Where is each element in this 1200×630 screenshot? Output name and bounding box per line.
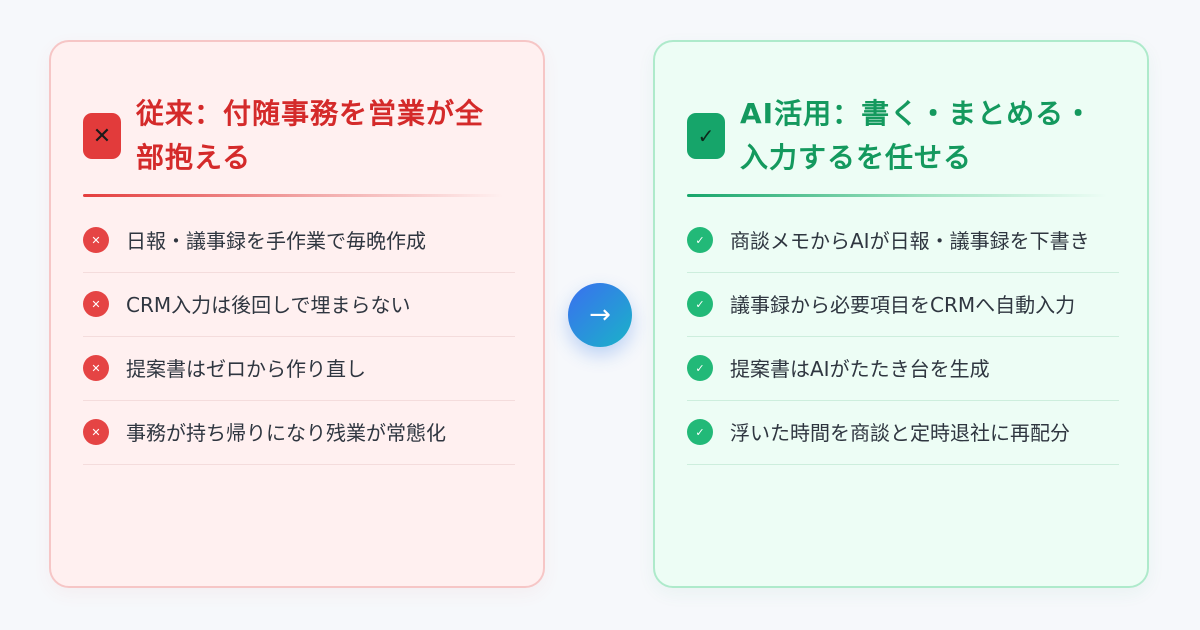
- before-item-text: CRM入力は後回しで埋まらない: [126, 293, 411, 317]
- x-circle-icon: ✕: [83, 227, 109, 253]
- before-list-item: ✕ 事務が持ち帰りになり残業が常態化: [83, 401, 515, 465]
- after-item-text: 提案書はAIがたたき台を生成: [730, 357, 990, 381]
- after-list-item: ✓ 商談メモからAIが日報・議事録を下書き: [687, 209, 1119, 273]
- before-list: ✕ 日報・議事録を手作業で毎晩作成 ✕ CRM入力は後回しで埋まらない ✕ 提案…: [83, 209, 515, 465]
- x-icon: ✕: [83, 113, 121, 159]
- x-circle-icon: ✕: [83, 355, 109, 381]
- after-header: ✓ AI活用：書く・まとめる・入力するを任せる: [687, 92, 1115, 194]
- before-item-text: 事務が持ち帰りになり残業が常態化: [126, 421, 446, 445]
- before-list-item: ✕ 提案書はゼロから作り直し: [83, 337, 515, 401]
- after-list: ✓ 商談メモからAIが日報・議事録を下書き ✓ 議事録から必要項目をCRMへ自動…: [687, 209, 1119, 465]
- check-circle-icon: ✓: [687, 227, 713, 253]
- check-circle-icon: ✓: [687, 291, 713, 317]
- before-item-text: 日報・議事録を手作業で毎晩作成: [126, 229, 426, 253]
- after-item-text: 議事録から必要項目をCRMへ自動入力: [730, 293, 1076, 317]
- before-title: 従来：付随事務を営業が全部抱える: [136, 97, 485, 174]
- x-circle-icon: ✕: [83, 291, 109, 317]
- after-title: AI活用：書く・まとめる・入力するを任せる: [740, 97, 1094, 174]
- before-header-divider: [83, 194, 503, 197]
- after-list-item: ✓ 議事録から必要項目をCRMへ自動入力: [687, 273, 1119, 337]
- right-arrow-icon: →: [568, 283, 632, 347]
- after-header-divider: [687, 194, 1107, 197]
- before-header: ✕ 従来：付随事務を営業が全部抱える: [83, 92, 511, 194]
- after-panel: ✓ AI活用：書く・まとめる・入力するを任せる ✓ 商談メモからAIが日報・議事…: [653, 40, 1149, 588]
- check-circle-icon: ✓: [687, 419, 713, 445]
- before-list-item: ✕ 日報・議事録を手作業で毎晩作成: [83, 209, 515, 273]
- after-list-item: ✓ 提案書はAIがたたき台を生成: [687, 337, 1119, 401]
- check-icon: ✓: [687, 113, 725, 159]
- after-list-item: ✓ 浮いた時間を商談と定時退社に再配分: [687, 401, 1119, 465]
- x-circle-icon: ✕: [83, 419, 109, 445]
- check-circle-icon: ✓: [687, 355, 713, 381]
- before-item-text: 提案書はゼロから作り直し: [126, 357, 366, 381]
- before-list-item: ✕ CRM入力は後回しで埋まらない: [83, 273, 515, 337]
- after-item-text: 浮いた時間を商談と定時退社に再配分: [730, 421, 1070, 445]
- before-panel: ✕ 従来：付随事務を営業が全部抱える ✕ 日報・議事録を手作業で毎晩作成 ✕ C…: [49, 40, 545, 588]
- after-item-text: 商談メモからAIが日報・議事録を下書き: [730, 229, 1090, 253]
